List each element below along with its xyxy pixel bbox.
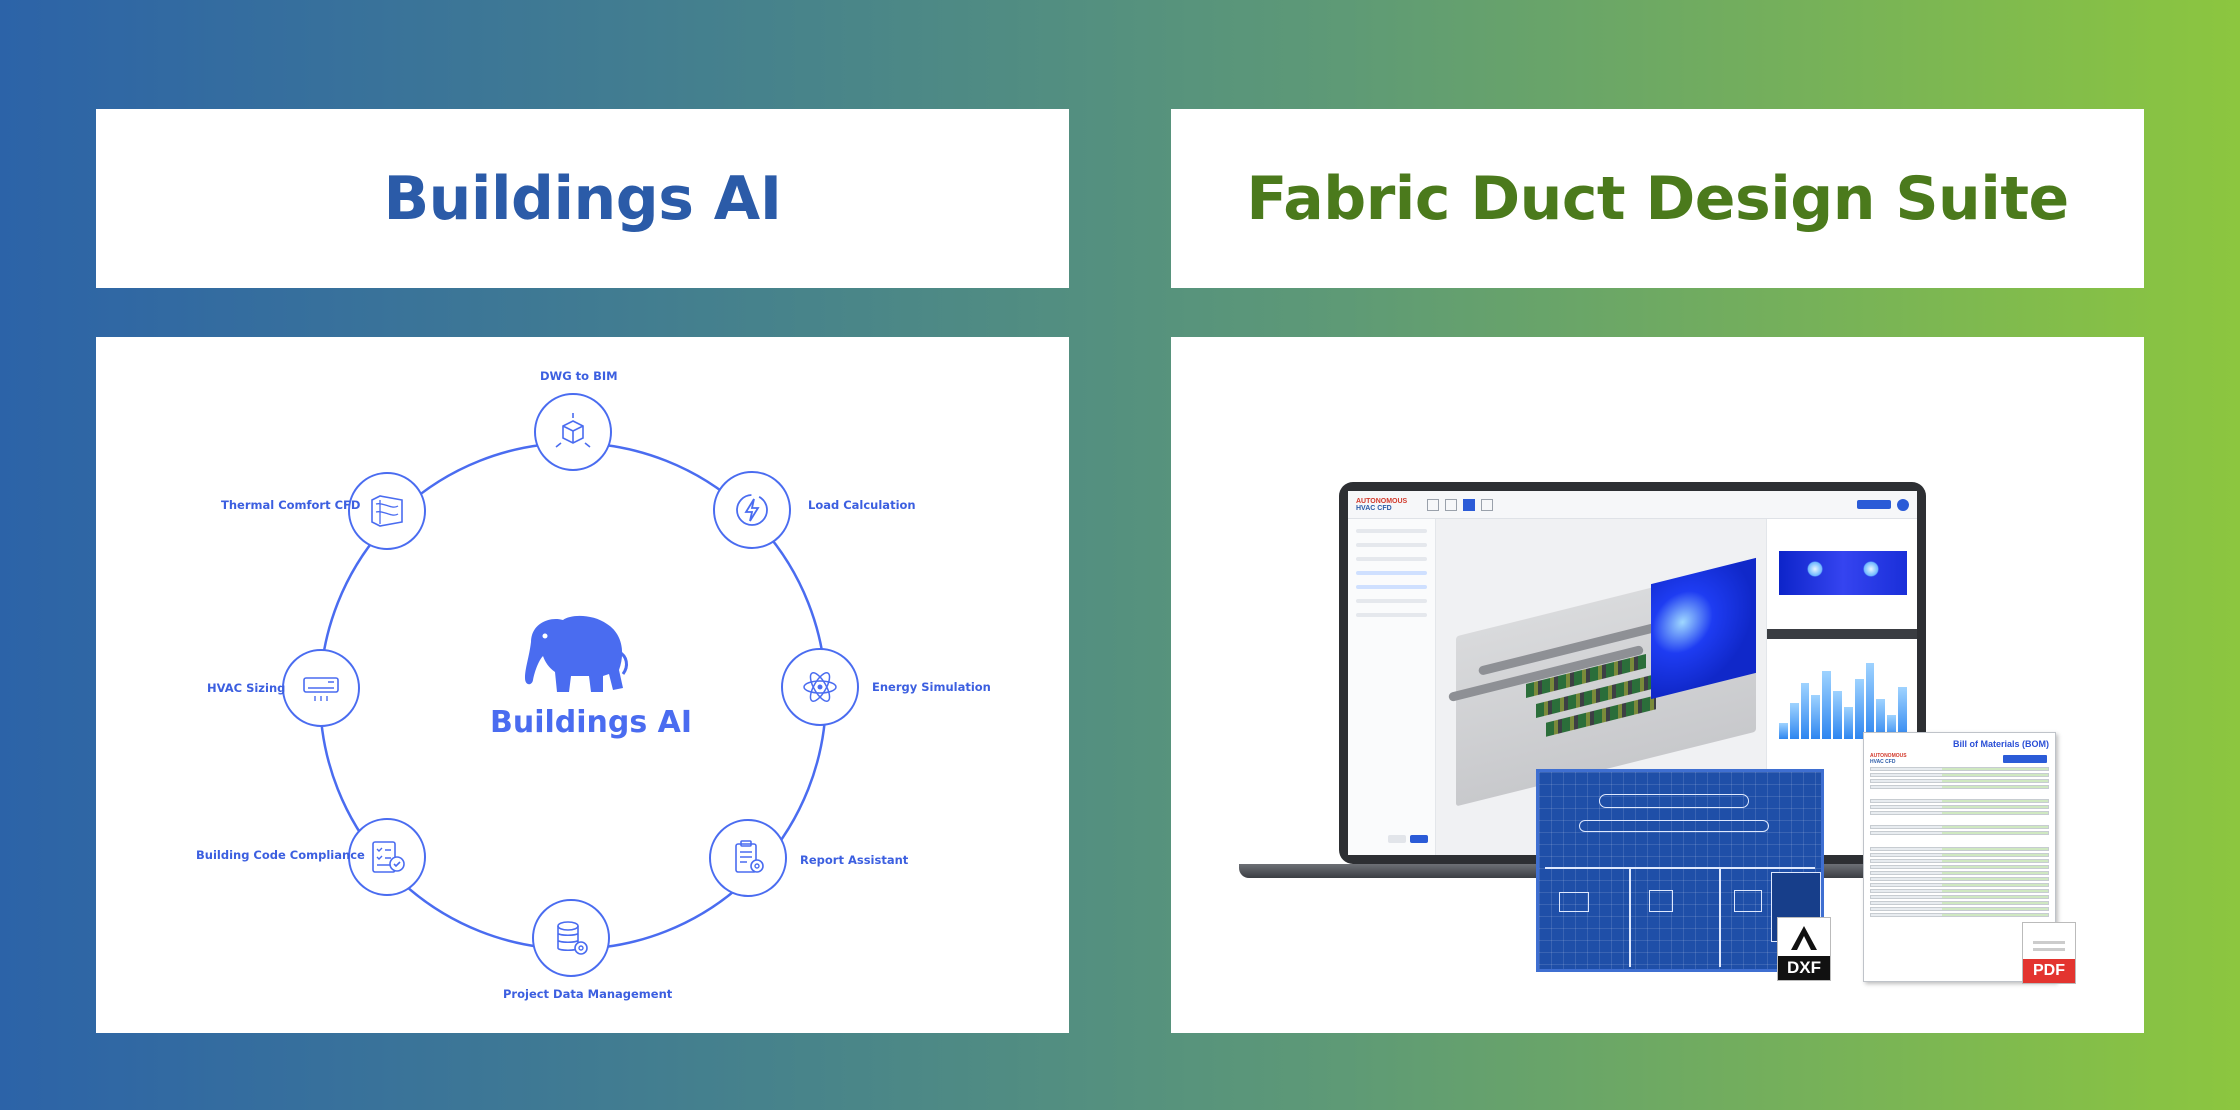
fabric-duct-product-card: AUTONOMOUS HVAC CFD <box>1171 337 2144 1033</box>
report-assistant-node <box>709 819 787 897</box>
load-calculation-label: Load Calculation <box>808 498 916 512</box>
histogram-header <box>1767 629 1917 639</box>
building-code-compliance-label: Building Code Compliance <box>196 848 365 862</box>
avatar <box>1897 498 1909 511</box>
dxf-blueprint-drawing <box>1536 769 1824 972</box>
lightning-icon <box>736 494 768 526</box>
checklist-icon <box>372 841 405 873</box>
database-gear-icon <box>557 921 588 955</box>
atom-icon <box>803 672 837 702</box>
thermal-comfort-cfd-node <box>348 472 426 550</box>
toolbar-icon <box>1427 498 1440 511</box>
thermal-comfort-cfd-label: Thermal Comfort CFD <box>221 498 361 512</box>
back-button <box>1388 835 1406 843</box>
buildings-ai-title: Buildings AI <box>383 163 782 234</box>
building-code-compliance-node <box>348 818 426 896</box>
fabric-duct-title: Fabric Duct Design Suite <box>1246 163 2069 234</box>
toolbar-icon <box>1445 498 1458 511</box>
buildings-ai-title-card: Buildings AI <box>96 109 1069 288</box>
app-logo: AUTONOMOUS HVAC CFD <box>1356 498 1407 512</box>
diagram-center-label: Buildings AI <box>489 705 693 740</box>
capabilities-diagram: Buildings AI DWG to BIM Load Calculation <box>96 337 1069 1033</box>
energy-simulation-node <box>781 648 859 726</box>
buildings-ai-diagram-card: Buildings AI DWG to BIM Load Calculation <box>96 337 1069 1033</box>
app-logo-line1: AUTONOMOUS <box>1356 497 1408 505</box>
energy-simulation-label: Energy Simulation <box>872 680 991 694</box>
cube-arrows-icon <box>555 413 591 448</box>
clipboard-gear-icon <box>735 840 764 873</box>
next-button <box>1410 835 1428 843</box>
app-toolbar: AUTONOMOUS HVAC CFD <box>1348 491 1917 519</box>
app-sidebar <box>1348 519 1436 855</box>
velocity-histogram <box>1779 659 1907 739</box>
project-data-management-label: Project Data Management <box>503 987 673 1001</box>
autocad-a-icon <box>1791 926 1817 950</box>
bom-logo: AUTONOMOUS HVAC CFD <box>1870 753 2049 765</box>
velocity-heatmap <box>1779 551 1907 595</box>
bom-logo-line2: HVAC CFD <box>1870 759 1896 765</box>
report-assistant-label: Report Assistant <box>800 853 909 867</box>
fabric-duct-title-card: Fabric Duct Design Suite <box>1171 109 2144 288</box>
toolbar-icon <box>1463 498 1476 511</box>
bom-title: Bill of Materials (BOM) <box>1952 739 2049 749</box>
dxf-badge-label: DXF <box>1778 956 1830 980</box>
download-report-button <box>2003 755 2047 763</box>
pdf-badge-label: PDF <box>2023 959 2075 983</box>
app-logo-line2: HVAC CFD <box>1356 504 1392 512</box>
hvac-sizing-node <box>282 649 360 727</box>
project-data-management-node <box>532 899 610 977</box>
floor-plan-icon <box>371 495 403 527</box>
dwg-to-bim-node <box>534 393 612 471</box>
hvac-sizing-label: HVAC Sizing <box>207 681 286 695</box>
load-calculation-node <box>713 471 791 549</box>
dxf-file-icon: DXF <box>1777 917 1831 981</box>
toolbar-icon <box>1481 498 1494 511</box>
toolbar-action-button <box>1857 500 1891 509</box>
air-conditioner-icon <box>303 677 339 701</box>
pdf-file-icon: PDF <box>2022 922 2076 984</box>
dwg-to-bim-label: DWG to BIM <box>540 369 618 383</box>
bom-logo-line1: AUTONOMOUS <box>1870 753 1907 759</box>
elephant-logo-icon <box>525 615 628 692</box>
